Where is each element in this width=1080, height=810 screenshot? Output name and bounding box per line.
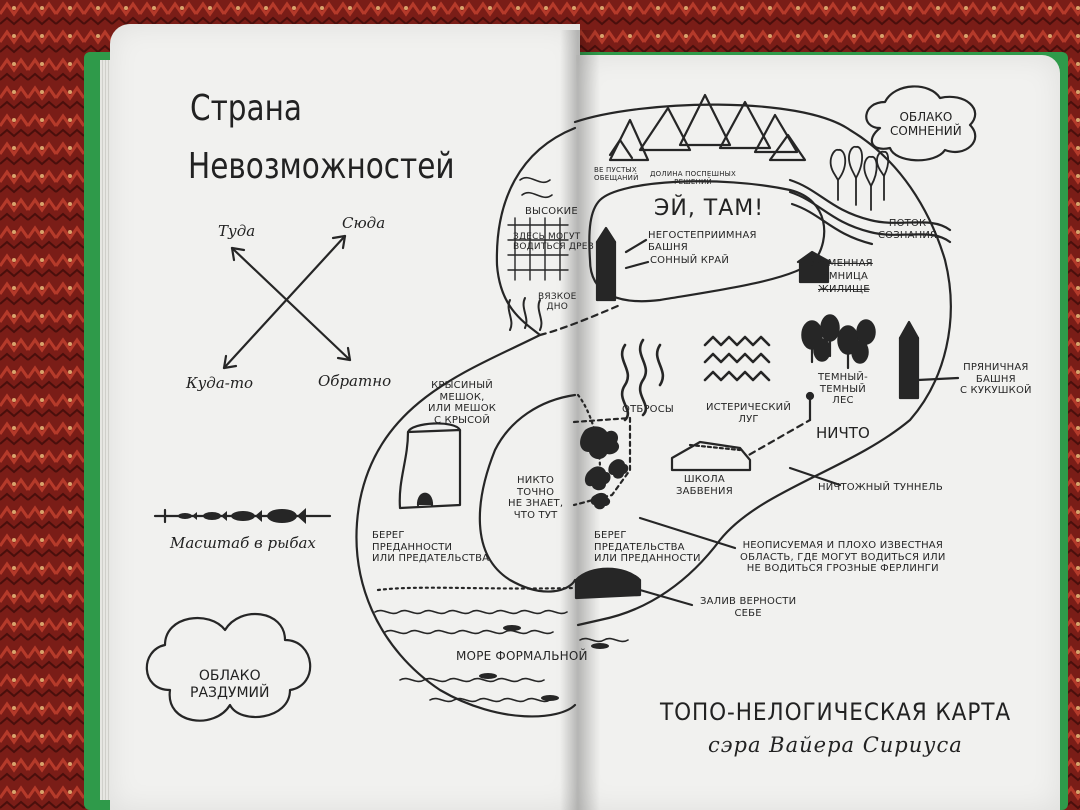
map-subtitle: сэра Вайера Сириуса (708, 733, 963, 757)
label-high: ВЫСОКИЕ (525, 206, 578, 217)
label-scraps: ОТБРОСЫ (622, 404, 674, 415)
label-school: ШКОЛА ЗАБВЕНИЯ (676, 474, 733, 497)
compass-there: Туда (218, 222, 256, 240)
label-sleepy-land: СОННЫЙ КРАЙ (650, 255, 730, 266)
label-inhospitable-tower: НЕГОСТЕПРИИМНАЯ БАШНЯ (648, 230, 757, 253)
label-viscous-bottom: ВЯЗКОЕ ДНО (538, 292, 577, 313)
label-bay: ЗАЛИВ ВЕРНОСТИ СЕБЕ (700, 596, 797, 619)
label-valley: ДОЛИНА ПОСПЕШНЫХ РЕШЕНИЙ (650, 170, 737, 187)
cloud-doubts-label: ОБЛАКО СОМНЕНИЙ (890, 110, 962, 139)
compass-here: Сюда (342, 214, 386, 232)
cloud-doubts-shape (865, 85, 977, 162)
label-ginger-tower: ПРЯНИЧНАЯ БАШНЯ С КУКУШКОЙ (960, 362, 1032, 396)
compass-back: Обратно (318, 372, 392, 390)
label-dark-forest: ТЕМНЫЙ- ТЕМНЫЙ ЛЕС (818, 372, 868, 406)
inner-island (588, 180, 826, 303)
inner-loop-lower (478, 393, 577, 593)
label-nobody-knows: НИКТО ТОЧНО НЕ ЗНАЕТ, ЧТО ТУТ (508, 475, 564, 521)
label-hysterical-meadow: ИСТЕРИЧЕСКИЙ ЛУГ (706, 402, 792, 425)
land-outline-right (573, 103, 952, 627)
hey-there-label: ЭЙ, ТАМ! (654, 196, 765, 221)
label-undescribable: НЕОПИСУЕМАЯ И ПЛОХО ИЗВЕСТНАЯ ОБЛАСТЬ, Г… (740, 540, 946, 574)
land-outline (355, 126, 577, 718)
cloud-reflections-shape (145, 612, 312, 722)
rat-bag-shape (398, 428, 462, 510)
label-shore-betrayal: БЕРЕГ ПРЕДАТЕЛЬСТВА или ПРЕДАННОСТИ (594, 530, 701, 564)
label-sea: МОРЕ ФОРМАЛЬНОЙ (456, 649, 588, 663)
map-title: ТОПО-НЕЛОГИЧЕСКАЯ КАРТА (660, 698, 1012, 726)
page-title-line2: Невозможностей (188, 146, 455, 187)
label-shore-devotion: БЕРЕГ ПРЕДАННОСТИ или ПРЕДАТЕЛЬСТВА (372, 530, 490, 564)
label-empty-promises: ВЕ ПУСТЫХ ОБЕЩАНИЙ (594, 166, 639, 183)
label-dungeon: ТЕМНИЦА (816, 271, 869, 282)
fish-scale-label: Масштаб в рыбах (170, 534, 316, 552)
label-rat-bag: КРЫСИНЫЙ МЕШОК, или МЕШОК С КРЫСОЙ (428, 380, 497, 426)
label-temporary: ВРЕМЕННАЯ (808, 258, 873, 269)
right-page (576, 55, 1060, 810)
label-stream: ПОТОК СОЗНАНИЯ (878, 218, 938, 241)
label-nothing: НИЧТО (816, 424, 870, 442)
compass-somewhere: Куда-то (186, 374, 254, 392)
label-tunnel: НИЧТОЖНЫЙ ТУННЕЛЬ (818, 482, 943, 493)
cloud-reflections-label: ОБЛАКО РАЗДУМИЙ (190, 668, 270, 701)
label-dwelling: ЖИЛИЩЕ (818, 284, 870, 295)
label-here-may: ЗДЕСЬ МОГУТ ВОДИТЬСЯ ДРЕВ (513, 232, 595, 253)
page-title-line1: Страна (190, 88, 303, 129)
